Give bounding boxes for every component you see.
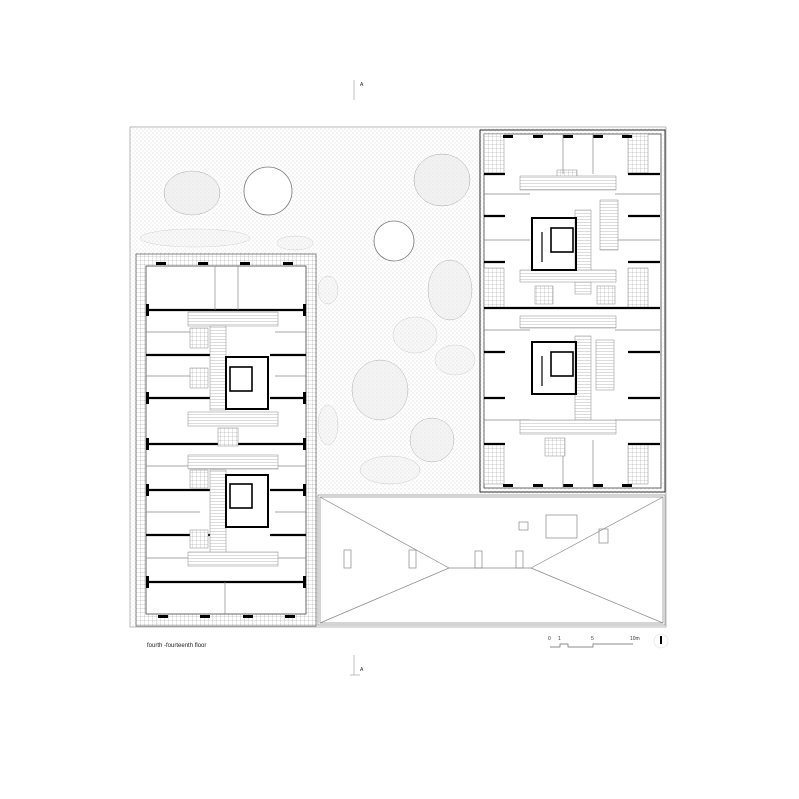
floor-caption: fourth -fourteenth floor (147, 643, 207, 649)
north-arrow-icon (653, 633, 669, 649)
trees (139, 153, 476, 485)
east-building (479, 129, 666, 493)
scale-label-5: 5 (591, 636, 594, 642)
section-label-bottom: A (360, 667, 364, 673)
section-label-top: A (360, 82, 364, 88)
section-line-marker (350, 80, 360, 676)
low-building-roof (317, 494, 666, 626)
scale-label-1: 1 (558, 636, 561, 642)
courtyard-circles (243, 166, 415, 262)
west-building (135, 253, 317, 627)
scale-bar (550, 643, 633, 648)
scale-label-10m: 10m (630, 636, 640, 642)
scale-label-0: 0 (548, 636, 551, 642)
